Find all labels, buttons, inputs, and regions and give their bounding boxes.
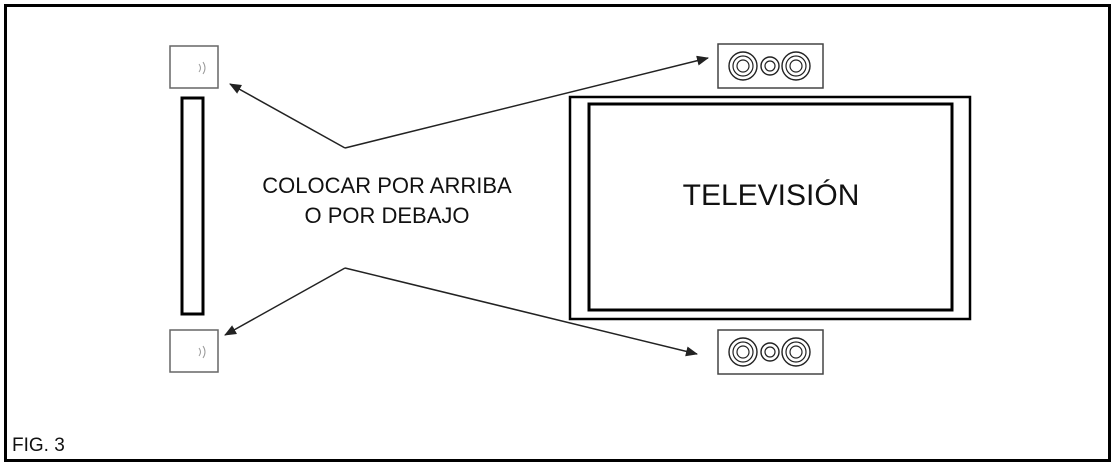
- tall-soundbar-icon: [180, 96, 205, 316]
- tv-label: TELEVISIÓN: [683, 179, 860, 212]
- center-speaker-icon: [717, 329, 824, 375]
- caption-line-1: COLOCAR POR ARRIBA: [262, 173, 512, 198]
- caption-line-2: O POR DEBAJO: [304, 203, 469, 228]
- small-speaker-icon: [169, 329, 219, 373]
- arrow-icon: [229, 83, 346, 149]
- arrow-icon: [344, 267, 698, 357]
- center-speaker-icon: [717, 43, 824, 89]
- arrow-icon: [344, 55, 709, 149]
- television-icon: [568, 95, 972, 321]
- arrow-icon: [224, 267, 346, 336]
- small-speaker-icon: [169, 45, 219, 89]
- figure-label: FIG. 3: [12, 435, 65, 456]
